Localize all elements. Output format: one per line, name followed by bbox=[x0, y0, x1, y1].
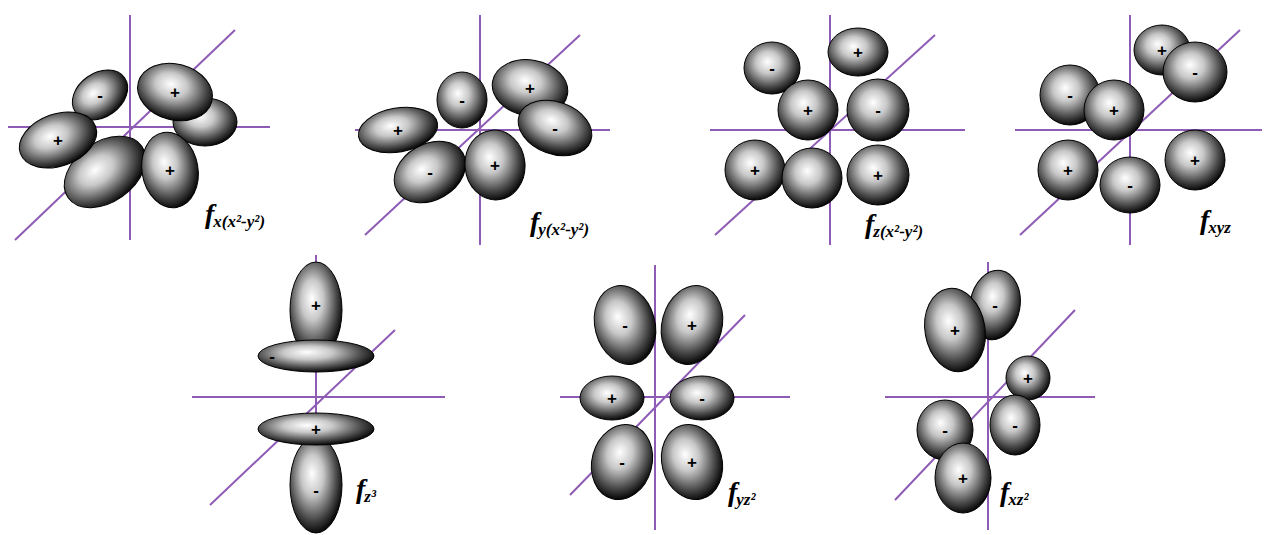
phase-sign: - bbox=[942, 422, 948, 439]
orbital-lobe bbox=[1084, 80, 1144, 140]
phase-sign: - bbox=[699, 390, 705, 407]
orbital-symbol: f bbox=[1200, 206, 1209, 234]
phase-sign: - bbox=[459, 92, 465, 109]
phase-sign: - bbox=[769, 60, 775, 77]
orbital-lobe bbox=[935, 443, 991, 513]
phase-sign: - bbox=[427, 164, 433, 181]
orbital-subscript: yz² bbox=[736, 491, 755, 508]
phase-sign: + bbox=[53, 132, 63, 149]
orbital-subscript: z(x²-y²) bbox=[873, 223, 923, 240]
phase-sign: - bbox=[313, 482, 319, 499]
phase-sign: + bbox=[958, 470, 968, 487]
axis-line bbox=[192, 396, 445, 398]
orbital-lobe bbox=[290, 437, 342, 533]
orbital-symbol: f bbox=[205, 200, 214, 228]
orbital-lobe bbox=[383, 129, 477, 215]
orbital-lobe bbox=[847, 79, 909, 141]
orbital-lobe bbox=[258, 413, 374, 445]
phase-sign: + bbox=[490, 157, 500, 174]
axis-line bbox=[715, 35, 935, 235]
orbital-lobe bbox=[583, 418, 661, 507]
orbital-lobe bbox=[580, 376, 644, 420]
orbital-symbol: f bbox=[1000, 478, 1009, 506]
phase-sign: + bbox=[803, 102, 813, 119]
orbital-lobe bbox=[586, 279, 665, 372]
phase-sign: + bbox=[165, 162, 175, 179]
phase-sign: - bbox=[1012, 417, 1018, 434]
phase-sign: + bbox=[607, 390, 617, 407]
phase-sign: + bbox=[311, 297, 321, 314]
orbital-subscript: x(x²-y²) bbox=[213, 213, 265, 230]
orbital-lobe bbox=[437, 72, 487, 128]
axis-line bbox=[1020, 30, 1240, 235]
axes bbox=[8, 15, 1262, 530]
phase-sign: + bbox=[525, 80, 535, 97]
phase-sign: + bbox=[687, 317, 697, 334]
orbital-lobe bbox=[782, 148, 842, 208]
phase-sign: + bbox=[311, 421, 321, 438]
orbital-lobe bbox=[847, 145, 909, 205]
orbital-lobe bbox=[136, 128, 204, 213]
phase-sign: + bbox=[873, 167, 883, 184]
orbital-subscript: y(x²-y²) bbox=[538, 221, 589, 238]
orbital-lobe bbox=[1165, 130, 1225, 190]
orbital-subscript: z³ bbox=[364, 488, 376, 505]
axis-line bbox=[710, 129, 965, 131]
phase-sign: - bbox=[1192, 64, 1198, 81]
orbital-lobe bbox=[462, 128, 528, 203]
orbital-lobe bbox=[778, 80, 838, 140]
phase-sign: + bbox=[687, 454, 697, 471]
axis-line bbox=[1015, 129, 1262, 131]
phase-sign: + bbox=[750, 162, 760, 179]
orbital-subscript: xz² bbox=[1008, 491, 1028, 508]
orbital-lobe bbox=[653, 279, 732, 372]
orbital-symbol: f bbox=[865, 210, 874, 238]
orbital-lobe bbox=[1100, 157, 1160, 213]
phase-sign: + bbox=[950, 322, 960, 339]
orbital-lobe bbox=[1038, 140, 1098, 200]
phase-sign: + bbox=[1063, 162, 1073, 179]
orbital-lobe bbox=[653, 418, 731, 507]
phase-sign: - bbox=[875, 102, 881, 119]
phase-sign: - bbox=[552, 120, 558, 137]
orbital-subscript: xyz bbox=[1208, 219, 1231, 236]
orbital-symbol: f bbox=[728, 478, 737, 506]
orbital-lobe bbox=[670, 376, 734, 420]
phase-sign: + bbox=[1190, 152, 1200, 169]
orbital-lobe bbox=[725, 140, 785, 200]
orbital-lobe bbox=[12, 102, 105, 178]
phase-sign: - bbox=[1067, 87, 1073, 104]
phase-sign: - bbox=[992, 297, 998, 314]
orbital-symbol: f bbox=[530, 208, 539, 236]
phase-sign: + bbox=[170, 84, 180, 101]
phase-sign: + bbox=[1157, 42, 1167, 59]
orbital-lobe bbox=[990, 395, 1040, 455]
orbital-lobe bbox=[258, 340, 374, 372]
orbital-lobe bbox=[131, 55, 219, 129]
orbital-lobe bbox=[1163, 42, 1227, 102]
orbital-symbol: f bbox=[356, 475, 365, 503]
phase-sign: + bbox=[1109, 102, 1119, 119]
phase-sign: - bbox=[619, 454, 625, 471]
phase-sign: + bbox=[393, 122, 403, 139]
phase-sign: - bbox=[97, 87, 103, 104]
orbital-lobe bbox=[1006, 356, 1050, 400]
phase-sign: - bbox=[1127, 177, 1133, 194]
phase-sign: - bbox=[622, 317, 628, 334]
phase-sign: + bbox=[853, 44, 863, 61]
orbital-lobe bbox=[828, 28, 888, 76]
phase-sign: - bbox=[269, 348, 275, 365]
orbital-lobes bbox=[12, 25, 1227, 533]
orbital-lobe bbox=[918, 283, 992, 376]
phase-sign: + bbox=[1023, 370, 1033, 387]
axis-line bbox=[885, 396, 1095, 398]
